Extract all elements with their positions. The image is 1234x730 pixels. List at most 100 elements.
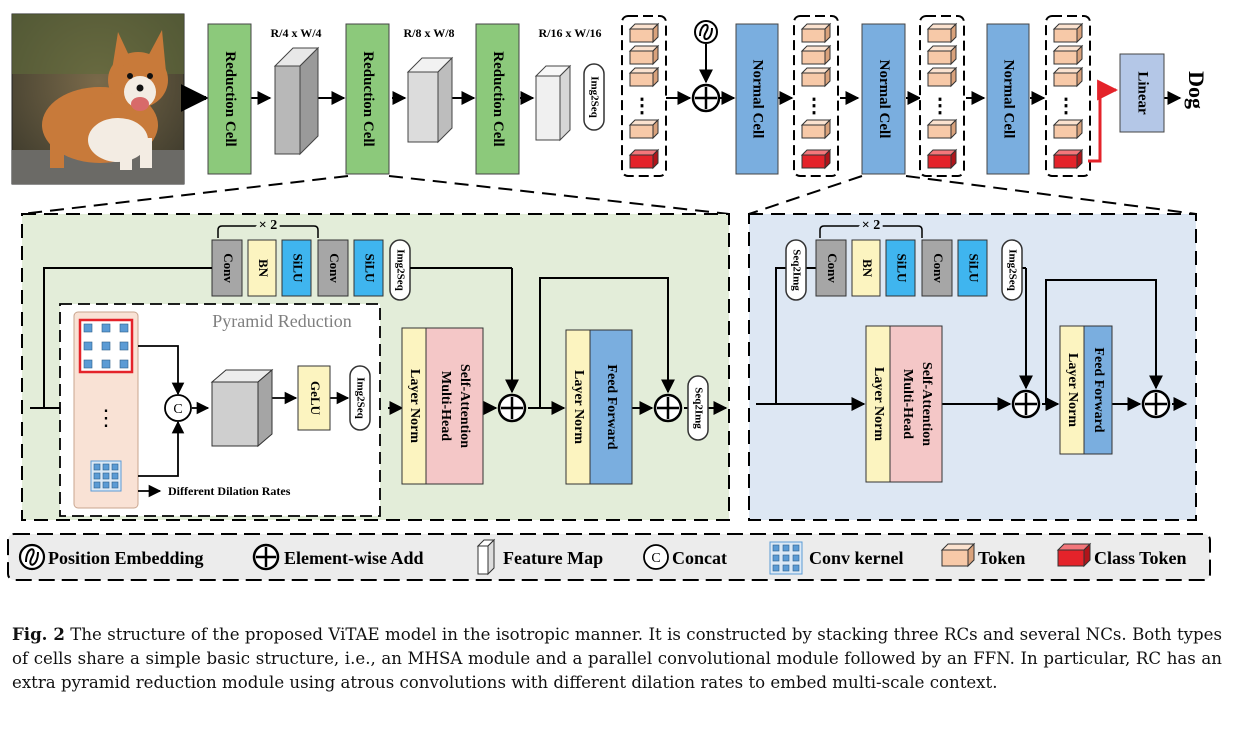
- add-icon: [691, 83, 721, 113]
- pyramid-title: Pyramid Reduction: [212, 311, 351, 331]
- kernel-cell: [119, 359, 129, 369]
- svg-text:BN: BN: [860, 259, 875, 278]
- token: [628, 66, 660, 88]
- pyramid-feature-map: [210, 368, 274, 448]
- kernel-cell: [792, 554, 800, 562]
- token: [1052, 118, 1084, 140]
- kernel-cell: [782, 544, 790, 552]
- token: [800, 22, 832, 44]
- token-dots: ⋮: [804, 95, 824, 117]
- normal-cell-3: Normal Cell: [986, 23, 1030, 175]
- svg-text:Conv: Conv: [825, 253, 840, 283]
- legend-element-add: Element-wise Add: [284, 548, 424, 568]
- kernel-cell: [792, 564, 800, 572]
- element-add-icon: [252, 543, 280, 571]
- scale-label-3: R/16 x W/16: [538, 26, 601, 40]
- dilation-note: Different Dilation Rates: [168, 484, 291, 498]
- feature-map-1: [273, 46, 320, 156]
- token: [628, 118, 660, 140]
- svg-text:Img2Seq: Img2Seq: [1006, 249, 1018, 291]
- reduction-cell-label: Reduction Cell: [222, 51, 238, 146]
- token-groups: ⋮ ⋮ ⋮ ⋮: [621, 15, 1091, 177]
- svg-text:Self-Attention: Self-Attention: [457, 364, 472, 448]
- kernel-cell: [93, 481, 101, 489]
- output-label: Dog: [1184, 71, 1209, 109]
- token-dots: ⋮: [632, 95, 652, 117]
- class-token-arrow: [1088, 79, 1119, 163]
- vitae-diagram: Reduction Cell Reduction Cell Reduction …: [7, 13, 1211, 581]
- svg-text:SiLU: SiLU: [895, 254, 910, 284]
- repeat-x2: × 2: [259, 218, 277, 233]
- rc-detail-panel: Conv BN SiLU Conv SiLU Img2Seq × 2 Pyr: [21, 213, 730, 521]
- token: [1052, 66, 1084, 88]
- figure-caption: Fig. 2 The structure of the proposed ViT…: [12, 622, 1222, 695]
- concat-icon: C: [643, 544, 669, 570]
- svg-text:Linear: Linear: [1135, 71, 1151, 115]
- normal-cell-2: Normal Cell: [861, 23, 906, 175]
- svg-text:Feed Forward: Feed Forward: [604, 364, 619, 449]
- svg-text:Self-Attention: Self-Attention: [919, 362, 934, 446]
- legend-feature-map: Feature Map: [503, 548, 603, 568]
- class-token: [1052, 148, 1084, 170]
- svg-text:Layer Norm: Layer Norm: [1065, 353, 1080, 427]
- svg-text:BN: BN: [256, 259, 271, 278]
- svg-text:C: C: [651, 551, 660, 566]
- kernel-cell: [772, 564, 780, 572]
- legend-token: Token: [978, 548, 1025, 568]
- svg-text:Conv: Conv: [221, 253, 236, 283]
- token: [1052, 22, 1084, 44]
- feature-map-icon: [476, 538, 496, 576]
- reduction-cell-1: Reduction Cell: [207, 23, 252, 175]
- kernel-cell: [101, 323, 111, 333]
- normal-cell-label: Normal Cell: [876, 60, 892, 139]
- kernel-cell: [782, 564, 790, 572]
- legend: Position Embedding Element-wise Add Feat…: [7, 533, 1211, 581]
- token: [926, 66, 958, 88]
- kernel-cell: [93, 472, 101, 480]
- token-sequence: ⋮: [1045, 15, 1091, 177]
- kernel-dots: ⋮: [95, 405, 117, 430]
- token: [926, 44, 958, 66]
- svg-text:Layer Norm: Layer Norm: [407, 369, 422, 443]
- concat-symbol: C: [173, 402, 182, 417]
- token-icon: [940, 542, 976, 568]
- dog-image: [11, 13, 185, 185]
- svg-text:GeLU: GeLU: [308, 381, 323, 416]
- token: [926, 118, 958, 140]
- svg-text:Feed Forward: Feed Forward: [1091, 347, 1106, 432]
- normal-cell-label: Normal Cell: [750, 60, 766, 139]
- legend-concat: Concat: [672, 548, 727, 568]
- kernel-cell: [111, 472, 119, 480]
- reduction-cell-3: Reduction Cell: [475, 23, 520, 175]
- svg-text:SiLU: SiLU: [363, 254, 378, 284]
- reduction-cell-label: Reduction Cell: [490, 51, 506, 146]
- img2seq-top: Img2Seq: [583, 63, 605, 131]
- class-token: [800, 148, 832, 170]
- reduction-cell-2: Reduction Cell: [345, 23, 390, 175]
- kernel-cell: [792, 544, 800, 552]
- kernel-cell: [111, 481, 119, 489]
- normal-cell-1: Normal Cell: [735, 23, 779, 175]
- token-sequence: ⋮: [919, 15, 965, 177]
- class-token-icon: [1056, 542, 1092, 568]
- svg-text:Conv: Conv: [327, 253, 342, 283]
- token: [628, 44, 660, 66]
- kernel-cell: [772, 544, 780, 552]
- kernel-cell: [782, 554, 790, 562]
- kernel-cell: [102, 481, 110, 489]
- kernel-cell: [102, 472, 110, 480]
- expansion-lines: [21, 175, 1197, 215]
- position-embedding-icon: [18, 543, 46, 571]
- normal-cell-label: Normal Cell: [1001, 60, 1017, 139]
- svg-text:Seq2Img: Seq2Img: [692, 387, 704, 429]
- top-arrows: [180, 44, 1182, 112]
- scale-label-1: R/4 x W/4: [270, 26, 321, 40]
- token-sequence: ⋮: [621, 15, 667, 177]
- token: [800, 44, 832, 66]
- conv-kernel-icon: [769, 541, 803, 575]
- svg-text:Layer Norm: Layer Norm: [871, 367, 886, 441]
- token: [1052, 44, 1084, 66]
- feature-map-3: [534, 64, 572, 142]
- dilated-kernel-small: [90, 460, 122, 492]
- caption-label: Fig. 2: [12, 624, 65, 644]
